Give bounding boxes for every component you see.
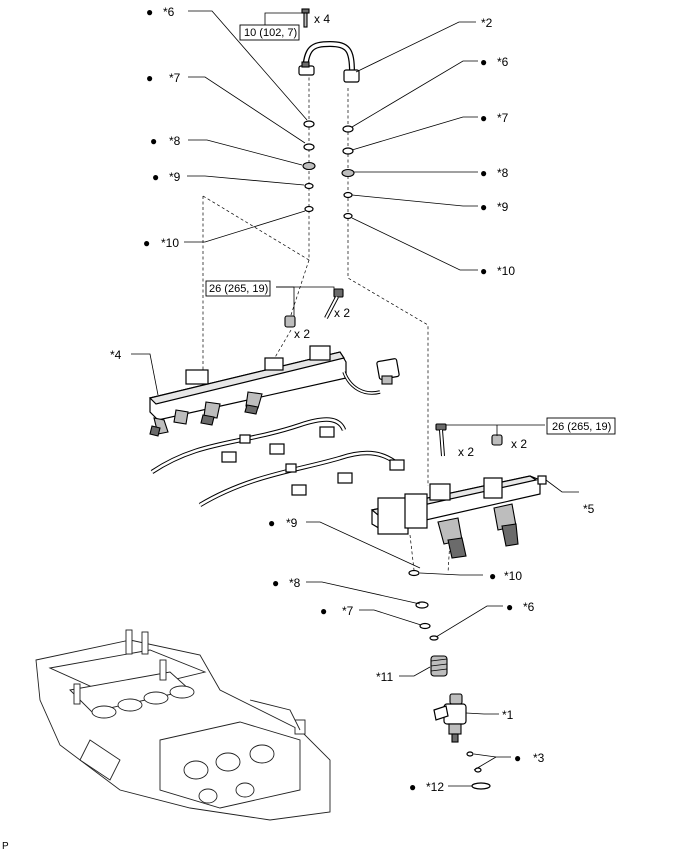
- bullet: ●: [409, 780, 416, 794]
- leader-lines: [131, 10, 579, 787]
- bullet: ●: [272, 576, 279, 590]
- callout-5: *5: [583, 502, 595, 516]
- bolt-top: [301, 8, 310, 28]
- bullet: ●: [480, 264, 487, 278]
- callout-6-upper-left: *6: [163, 5, 175, 19]
- callout-4: *4: [110, 348, 122, 362]
- callout-10-upper-left: *10: [161, 236, 179, 250]
- bullet: ●: [506, 600, 513, 614]
- callout-8-lower: *8: [289, 576, 301, 590]
- callout-9-upper-right: *9: [497, 200, 509, 214]
- callout-10-lower: *10: [504, 569, 522, 583]
- gasket-part: [471, 782, 491, 790]
- bullet: ●: [480, 200, 487, 214]
- bullet: ●: [150, 134, 157, 148]
- bullet: ●: [146, 71, 153, 85]
- torque-spec-right-text: 26 (265, 19): [552, 421, 611, 433]
- bullet: ●: [152, 170, 159, 184]
- callout-6-upper-right: *6: [497, 55, 509, 69]
- nut-left: [284, 315, 296, 328]
- lower-seal-stack: [408, 569, 439, 641]
- callout-8-upper-left: *8: [169, 134, 181, 148]
- nut-right: [491, 434, 503, 446]
- bullet: ●: [480, 55, 487, 69]
- bullet: ●: [268, 516, 275, 530]
- fuel-injector-part: [433, 693, 467, 743]
- torque-spec-top-text: 10 (102, 7): [244, 27, 297, 39]
- spring-part: [430, 655, 448, 677]
- bullet: ●: [143, 236, 150, 250]
- fuel-delivery-pipe-part: [298, 40, 360, 83]
- upper-seal-stack-left: [302, 120, 316, 213]
- torque-spec-left: 26 (265, 19): [205, 280, 271, 297]
- callout-9-lower: *9: [286, 516, 298, 530]
- torque-spec-top: 10 (102, 7): [239, 24, 300, 41]
- left-fuel-rail-assembly: [148, 345, 405, 507]
- bullet: ●: [146, 5, 153, 19]
- callouts: ● *6 ● *7 ● *8 ● *9 ● *10 *2 ● *6 ● *7 ●…: [110, 5, 595, 794]
- torque-spec-right: 26 (265, 19): [546, 417, 616, 435]
- bolt-right: [435, 423, 447, 457]
- corner-mark: P: [2, 841, 9, 852]
- upper-seal-stack-right: [341, 125, 355, 220]
- bullet: ●: [320, 604, 327, 618]
- bolt-left: [324, 288, 344, 319]
- bullet: ●: [480, 166, 487, 180]
- callout-3: *3: [533, 751, 545, 765]
- callout-1: *1: [502, 708, 514, 722]
- right-fuel-rail-assembly: [370, 475, 547, 559]
- callout-6-lower: *6: [523, 600, 535, 614]
- qty-right-nut: x 2: [511, 437, 527, 451]
- callout-7-lower: *7: [342, 604, 354, 618]
- callout-2: *2: [481, 16, 493, 30]
- callout-9-upper-left: *9: [169, 170, 181, 184]
- qty-left-bolt: x 2: [334, 306, 350, 320]
- callout-8-upper-right: *8: [497, 166, 509, 180]
- callout-12: *12: [426, 780, 444, 794]
- callout-7-upper-right: *7: [497, 111, 509, 125]
- qty-left-nut: x 2: [294, 327, 310, 341]
- qty-right-bolt: x 2: [458, 445, 474, 459]
- callout-7-upper-left: *7: [169, 71, 181, 85]
- bullet: ●: [480, 111, 487, 125]
- bullet: ●: [514, 751, 521, 765]
- callout-10-upper-right: *10: [497, 264, 515, 278]
- callout-11: *11: [376, 670, 393, 684]
- qty-top-bolt: x 4: [314, 12, 330, 26]
- engine-reference-sketch: [35, 629, 331, 821]
- torque-spec-left-text: 26 (265, 19): [209, 283, 268, 295]
- bullet: ●: [489, 569, 496, 583]
